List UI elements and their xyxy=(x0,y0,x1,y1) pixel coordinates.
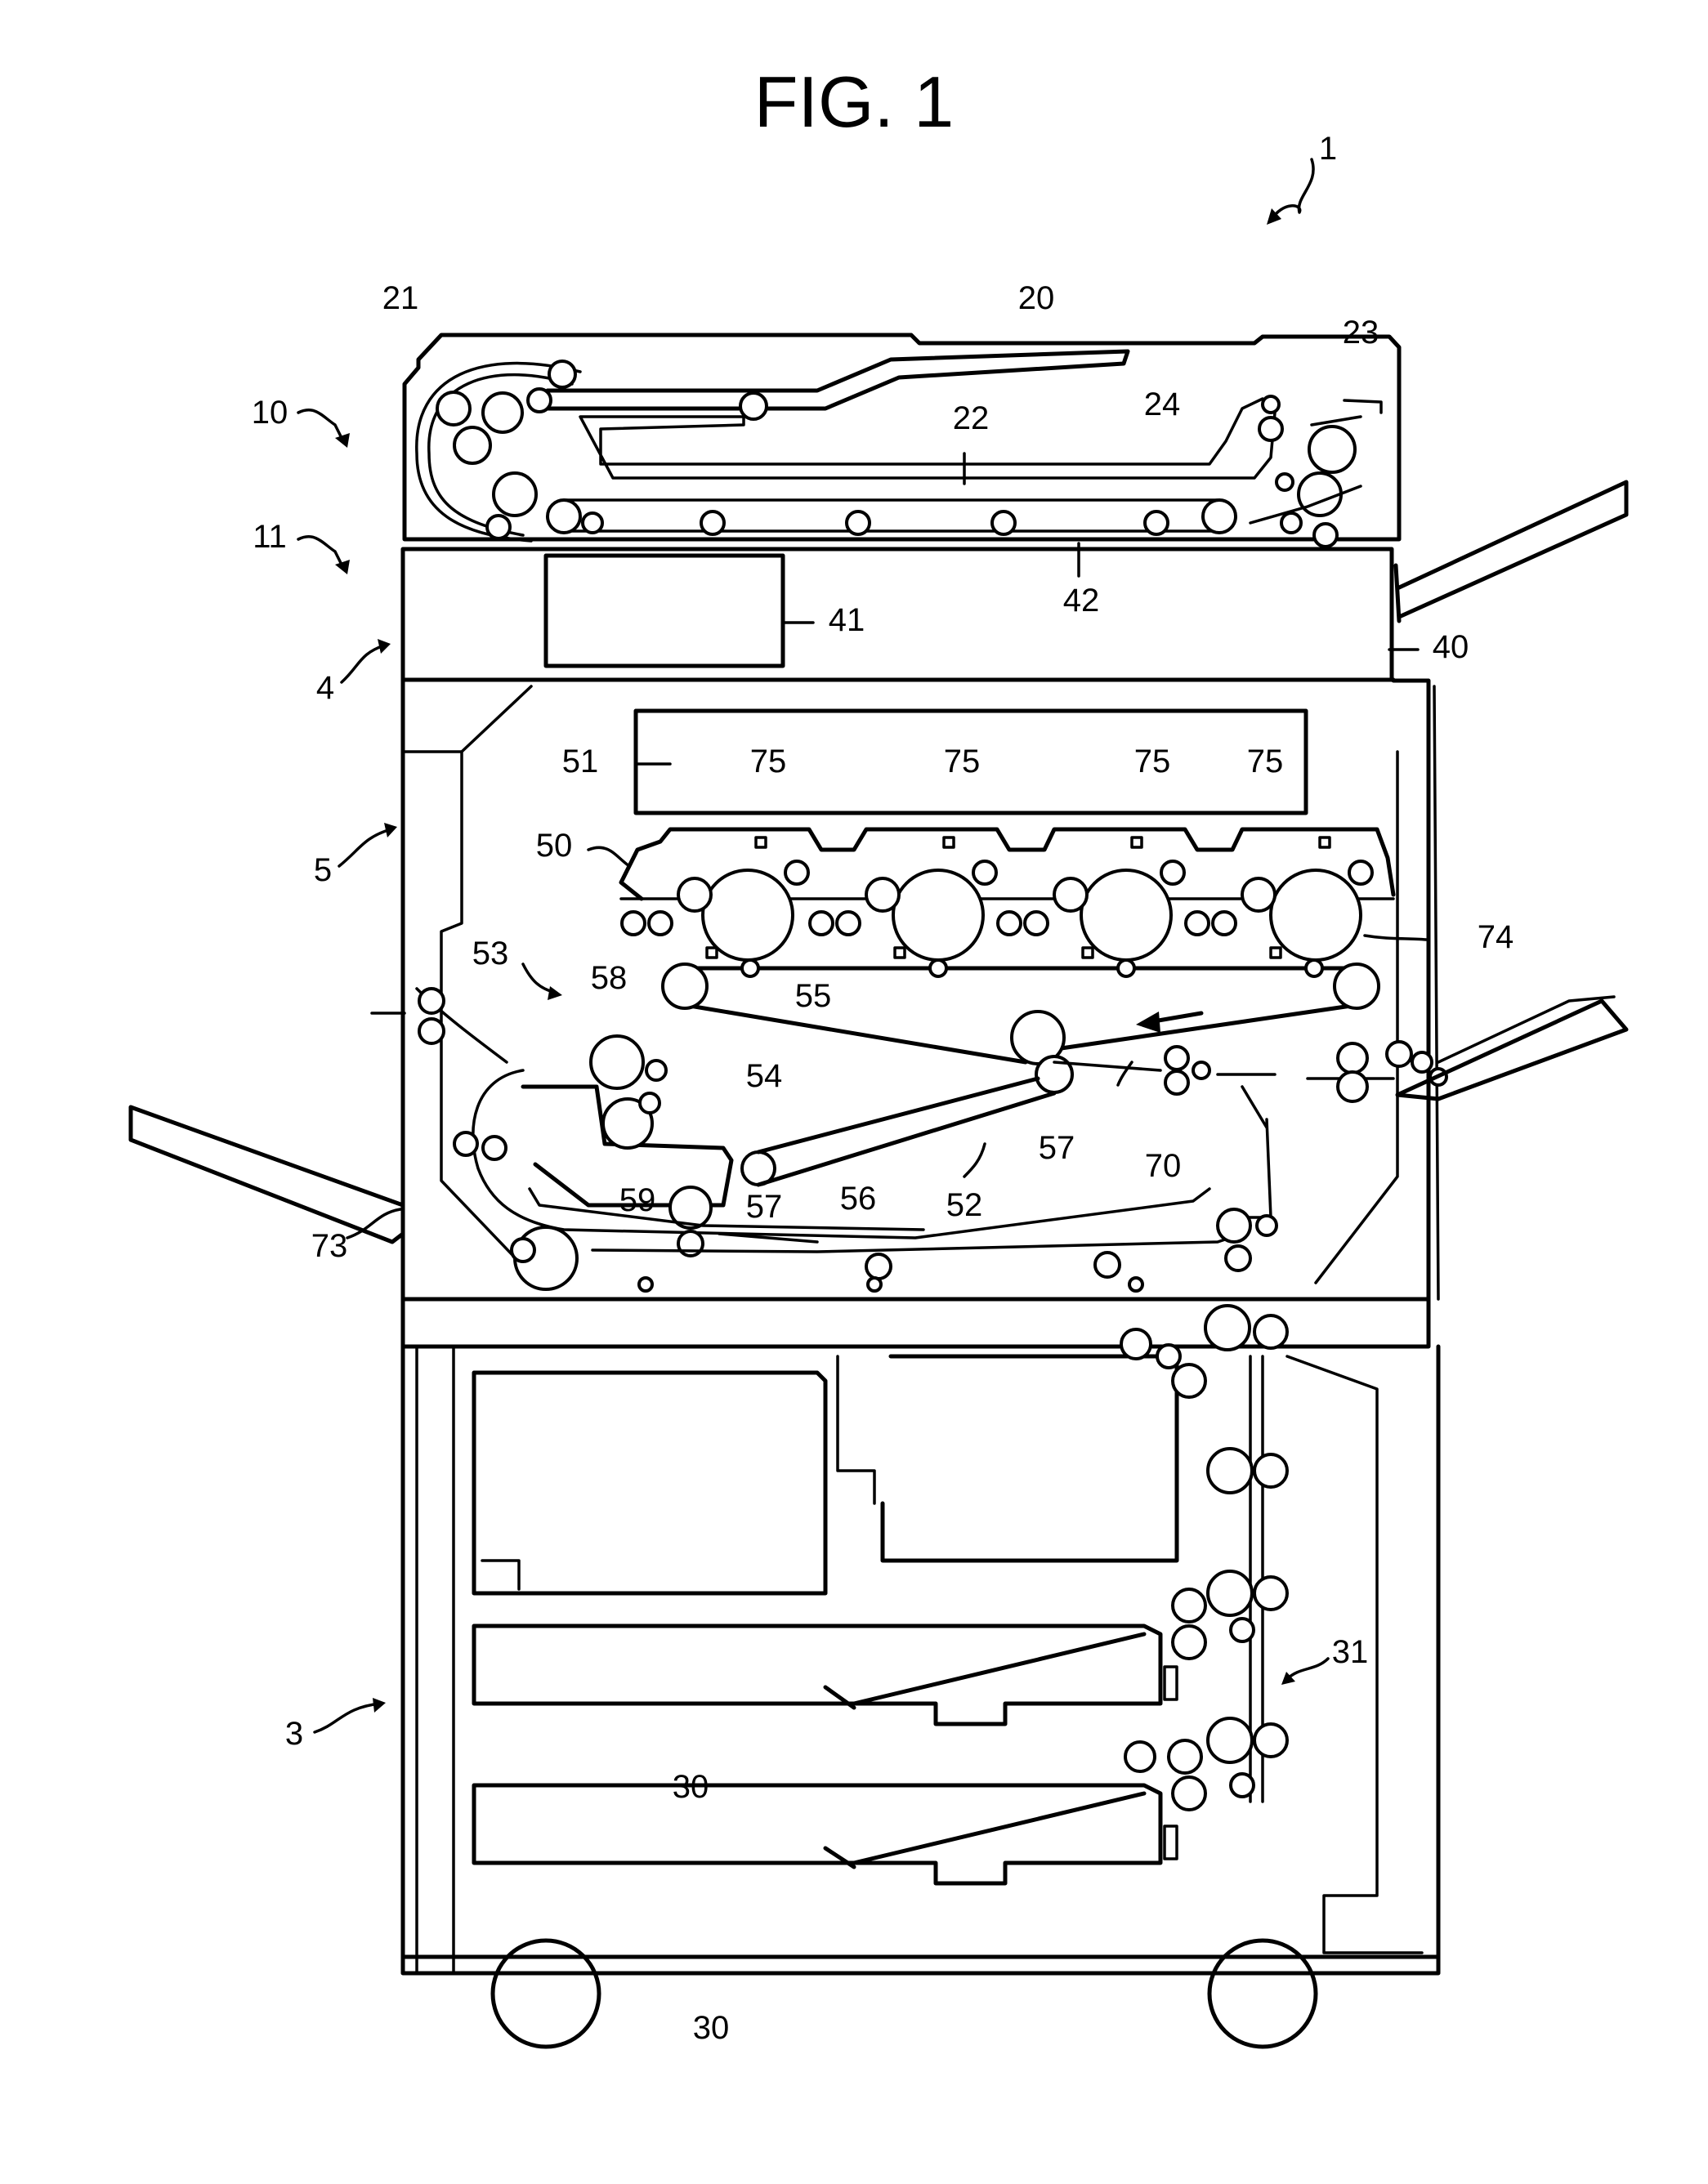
label-display: 41 xyxy=(829,602,865,638)
label-apparatus: 1 xyxy=(1319,131,1337,167)
manual-feed-tray xyxy=(1397,1001,1626,1099)
display-screen xyxy=(546,556,783,666)
paper-cabinet xyxy=(403,1299,1438,1973)
label-cassette-b: 30 xyxy=(693,2010,730,2046)
figure-title: FIG. 1 xyxy=(754,61,955,142)
label-discharge: 23 xyxy=(1343,315,1379,351)
label-duplex: 70 xyxy=(1145,1148,1182,1184)
label-drum: 74 xyxy=(1478,919,1514,955)
label-primary: 55 xyxy=(795,978,832,1014)
label-station-4: 75 xyxy=(1247,744,1284,779)
label-secondary-left: 57 xyxy=(746,1189,783,1225)
reference-arrows xyxy=(298,159,1426,1732)
label-transfer: 52 xyxy=(946,1187,983,1223)
label-cabinet: 3 xyxy=(285,1716,303,1752)
label-guide: 24 xyxy=(1144,386,1181,422)
label-tray-doc: 20 xyxy=(1018,280,1055,316)
label-conveyor: 22 xyxy=(953,400,990,436)
label-exit-path: 73 xyxy=(311,1228,348,1264)
label-scanner: 11 xyxy=(253,519,287,555)
secondary-transfer xyxy=(742,1012,1072,1185)
label-pressure-roller: 59 xyxy=(619,1182,656,1218)
image-forming-units xyxy=(621,829,1393,960)
label-belt: 54 xyxy=(746,1058,783,1094)
label-feed-path: 31 xyxy=(1332,1634,1369,1670)
label-heat-roller: 58 xyxy=(591,960,628,996)
label-secondary-right: 57 xyxy=(1039,1130,1075,1166)
label-cassette-a: 30 xyxy=(673,1769,709,1805)
label-pickup: 21 xyxy=(382,280,419,316)
label-adf: 10 xyxy=(252,395,288,431)
exit-tray-left xyxy=(131,1107,403,1242)
label-station-3: 75 xyxy=(1134,744,1171,779)
label-printer: 5 xyxy=(314,852,332,888)
operation-panel xyxy=(403,549,1392,680)
label-station-1: 75 xyxy=(750,744,787,779)
label-image-unit: 50 xyxy=(536,828,573,864)
label-tension-roller: 56 xyxy=(840,1181,877,1217)
document-feeder xyxy=(405,335,1399,547)
label-operation: 4 xyxy=(316,670,334,706)
label-exposure: 51 xyxy=(562,744,599,779)
label-platen: 42 xyxy=(1063,583,1100,619)
output-tray-upper xyxy=(1397,482,1626,617)
label-fixing: 53 xyxy=(472,936,509,971)
label-station-2: 75 xyxy=(944,744,981,779)
label-panel-body: 40 xyxy=(1433,629,1469,665)
fixing-unit xyxy=(523,1036,731,1205)
